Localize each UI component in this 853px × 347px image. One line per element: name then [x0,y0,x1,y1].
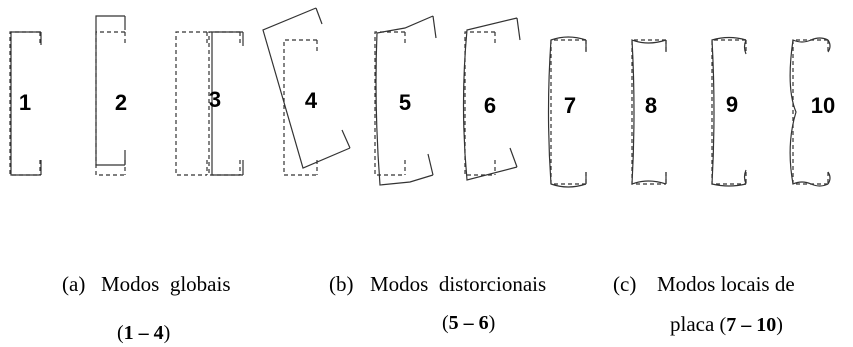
caption-c-range: placa (7 – 10) [670,312,783,336]
mode-10-shape [789,37,831,187]
caption-a-range: (1 – 4) [117,322,171,344]
mode-2-shape [95,15,126,176]
mode-number-2: 2 [114,90,128,115]
mode-number-1: 1 [18,90,32,115]
caption-c-text: Modos locais de [657,272,795,296]
mode-8-shape [631,39,667,185]
mode-6-shape [462,17,521,181]
mode-number-8: 8 [644,93,658,118]
mode-number-4: 4 [304,88,318,113]
mode-3-shape [175,31,244,176]
mode-number-10: 10 [810,93,836,118]
caption-a-tag: (a) [62,272,86,296]
mode-5-shape [374,15,437,186]
mode-9-shape [711,36,747,187]
mode-4-shape [262,7,351,176]
mode-number-5: 5 [398,90,412,115]
mode-number-9: 9 [725,92,739,117]
mode-7-shape [547,36,587,188]
mode-number-3: 3 [208,87,222,112]
mode-1-shape [9,31,42,176]
caption-b-range: (5 – 6) [442,312,496,334]
mode-number-6: 6 [483,93,497,118]
mode-number-7: 7 [563,93,577,118]
caption-a-text: Modos globais [101,272,231,296]
caption-b-tag: (b) [329,272,354,296]
caption-b-text: Modos distorcionais [370,272,547,296]
caption-c-tag: (c) [613,272,637,296]
